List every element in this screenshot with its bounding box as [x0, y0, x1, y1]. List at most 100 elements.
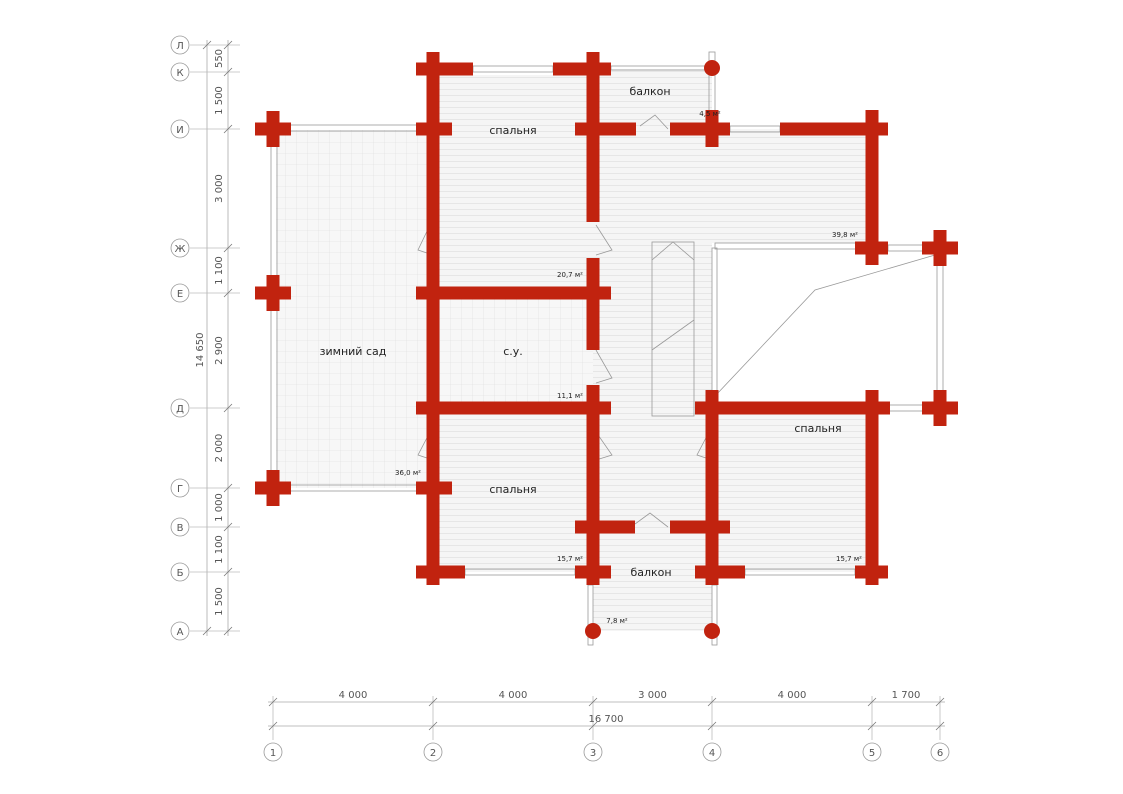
balcony-bottom-floor — [593, 572, 712, 631]
dimension-tick — [707, 721, 717, 731]
dimension-tick — [223, 403, 233, 413]
dimension-tick — [268, 721, 278, 731]
dimension-tick — [428, 697, 438, 707]
bedroom-bottom-left-floor — [433, 408, 593, 572]
wall-segment — [705, 390, 719, 585]
dimension-value: 2 000 — [214, 434, 225, 463]
post-column — [704, 60, 720, 76]
dimension-tick — [223, 626, 233, 636]
dimension-tick — [867, 697, 877, 707]
wall-segment — [670, 122, 730, 136]
dimension-tick — [935, 721, 945, 731]
wall-segment — [426, 52, 440, 585]
wall-segment — [416, 565, 465, 579]
room-area-winter-garden: 36,0 м² — [395, 469, 421, 477]
room-area-bedroom-bottom-left: 15,7 м² — [557, 555, 583, 563]
axis-marker — [170, 562, 190, 582]
wall-segment — [586, 52, 600, 222]
post-column — [585, 623, 601, 639]
room-label-bedroom-bottom-left: спальня — [489, 483, 536, 496]
axis-label-Л: Л — [176, 41, 184, 52]
axis-marker — [862, 742, 882, 762]
wall-segment — [266, 111, 280, 147]
room-labels: балкон 4,5 м² спальня 20,7 м² 39,8 м² с.… — [320, 85, 862, 625]
winter-garden-floor — [276, 130, 433, 488]
dimension-tick — [935, 697, 945, 707]
wall-segment — [670, 520, 730, 534]
bathroom-floor — [433, 293, 593, 408]
dimension-value: 4 000 — [339, 690, 368, 701]
axis-label-Е: Е — [177, 289, 183, 300]
dimension-tick — [268, 697, 278, 707]
dimension-tick — [223, 67, 233, 77]
wall-segment — [553, 62, 611, 76]
dimension-value: 1 100 — [214, 535, 225, 564]
dimension-value: 1 700 — [892, 690, 921, 701]
axis-label-3: 3 — [590, 748, 596, 759]
wall-segment — [695, 401, 890, 415]
room-area-balcony-top: 4,5 м² — [699, 110, 721, 118]
balcony-top-floor — [593, 69, 712, 129]
axis-marker — [702, 742, 722, 762]
axis-label-4: 4 — [709, 748, 715, 759]
dimension-tick — [588, 721, 598, 731]
wall-segment — [586, 385, 600, 585]
room-label-balcony-bottom: балкон — [630, 566, 671, 579]
room-label-winter-garden: зимний сад — [320, 345, 387, 358]
axis-marker — [170, 517, 190, 537]
axis-label-Ж: Ж — [175, 244, 186, 255]
axis-label-Д: Д — [176, 404, 184, 415]
dimension-tick — [202, 40, 212, 50]
axis-marker — [170, 621, 190, 641]
room-area-bedroom-top: 20,7 м² — [557, 271, 583, 279]
axis-marker — [170, 35, 190, 55]
wall-segment — [266, 470, 280, 506]
wall-segment — [266, 275, 280, 311]
dimension-value: 2 900 — [214, 336, 225, 365]
axis-marker — [170, 398, 190, 418]
room-label-bathroom: с.у. — [503, 345, 523, 358]
axis-label-Г: Г — [177, 484, 183, 495]
dimension-tick — [223, 483, 233, 493]
wall-segment — [416, 62, 473, 76]
dimension-total: 16 700 — [589, 714, 624, 725]
axis-marker — [263, 742, 283, 762]
axis-label-6: 6 — [937, 748, 943, 759]
dimension-tick — [867, 721, 877, 731]
axis-label-2: 2 — [430, 748, 436, 759]
axis-marker — [170, 283, 190, 303]
axis-label-К: К — [176, 68, 183, 79]
dimension-tick — [202, 626, 212, 636]
floor-areas — [276, 69, 940, 631]
dimension-tick — [223, 522, 233, 532]
wall-segment — [695, 565, 745, 579]
dimension-tick — [223, 567, 233, 577]
dimension-value: 1 500 — [214, 587, 225, 616]
stair-void — [716, 248, 940, 408]
axis-label-Б: Б — [177, 568, 184, 579]
room-area-bathroom: 11,1 м² — [557, 392, 583, 400]
post-column — [704, 623, 720, 639]
axis-label-5: 5 — [869, 748, 875, 759]
corridor-floor — [593, 243, 712, 572]
dimension-tick — [428, 721, 438, 731]
dimension-value: 3 000 — [214, 174, 225, 203]
dimension-value: 3 000 — [638, 690, 667, 701]
axis-label-В: В — [177, 523, 184, 534]
dimension-value: 550 — [214, 49, 225, 68]
axis-marker — [170, 62, 190, 82]
wall-segment — [933, 390, 947, 426]
dimension-tick — [707, 697, 717, 707]
log-walls — [255, 52, 958, 639]
room-area-balcony-bottom: 7,8 м² — [606, 617, 628, 625]
dimension-value: 4 000 — [778, 690, 807, 701]
dimension-tick — [223, 288, 233, 298]
wall-segment — [705, 110, 719, 147]
wall-segment — [586, 258, 600, 350]
dimension-total: 14 650 — [195, 333, 206, 368]
dimension-tick — [223, 40, 233, 50]
axis-marker — [170, 478, 190, 498]
axis-marker — [423, 742, 443, 762]
